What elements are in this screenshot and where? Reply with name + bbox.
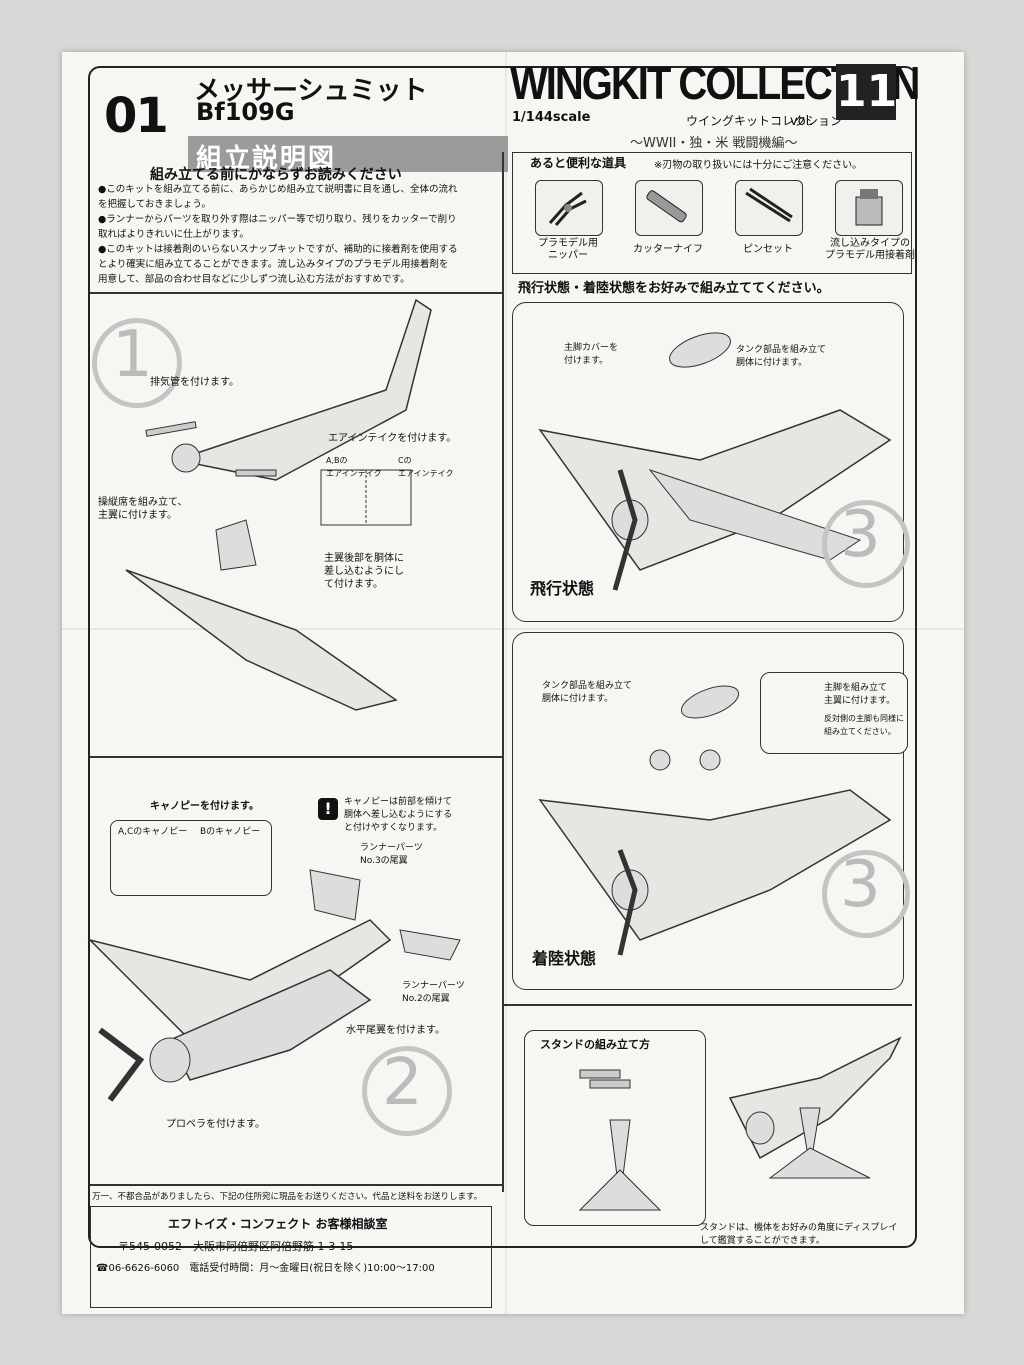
brand-jp-name: ウイングキットコレクション [686,114,843,128]
canopy-ac-label: A,Cのキャノピー [118,827,188,837]
step2-plane-illustration [87,869,461,1102]
kit-title-jp: メッサーシュミット [194,76,428,106]
footer-company: エフトイズ・コンフェクト お客様相談室 [168,1217,388,1231]
brand-vol: vol. [790,114,814,129]
intro-line: 取ればよりきれいに仕上がります。 [98,229,249,240]
flight-plane-illustration [538,332,892,591]
gear-label: 主脚を組み立て主翼に付けます。 [824,683,896,706]
step1-number: 1 [112,318,153,392]
footer-note: 万一、不都合品がありましたら、下記の住所宛に現品をお送りください。代品と送料をお… [92,1192,483,1202]
footer-address: 〒545-0052 大阪市阿倍野区阿倍野筋 1-3-15 [118,1240,354,1253]
tool-label-tweezers: ピンセット [743,244,793,255]
footer-phone: ☎06-6626-6060 電話受付時間：月〜金曜日(祝日を除く)10:00〜1… [96,1263,435,1274]
tools-box [512,152,912,274]
tool-label-glue: 流し込みタイプのプラモデル用接着剤 [825,238,915,261]
stand-note: スタンドは、機体をお好みの角度にディスプレイして鑑賞することができます。 [700,1223,898,1246]
flight-cover-label: 主脚カバーを付けます。 [564,343,619,366]
step1-cockpit-label: 操縦席を組み立て、主翼に付けます。 [98,497,188,521]
fold-line-horizontal [62,628,964,630]
subtitle-banner: 組立説明図 [188,136,508,174]
step1-intake-c: Cのエアインテイク [398,456,454,478]
stand-illustration [578,1069,662,1211]
intro-line: ●ランナーからパーツを取り外す際はニッパー等で切り取り、残りをカッターで削り [98,214,457,225]
step2-circle [362,1046,452,1136]
step1-intake-ab: A,Bのエアインテイク [326,456,382,478]
kit-title-model: Bf109G [196,98,295,126]
step2-number: 2 [382,1046,423,1120]
step2-prop-label: プロペラを付けます。 [166,1119,265,1130]
intro-title: 組み立てる前にかならずお読みください [150,167,402,183]
stand-display-illustration [728,1036,902,1179]
landing-state-label: 着陸状態 [532,949,597,968]
series-subtitle: 〜WWII・独・米 戦闘機編〜 [630,136,798,151]
step3-landing-circle [822,850,910,938]
landing-plane-illustration [538,685,892,956]
landing-panel [512,632,904,990]
flight-state-label: 飛行状態 [530,579,595,598]
step2-canopy-label: キャノピーを付けます。 [150,801,259,812]
step3-flight-circle [822,500,910,588]
step3-heading: 飛行状態・着陸状態をお好みで組み立ててください。 [518,281,830,296]
step3-landing-number: 3 [840,848,881,922]
scale-label: 1/144scale [512,110,591,125]
divider [90,292,502,294]
stand-title: スタンドの組み立て方 [540,1038,650,1051]
glue-icon [835,180,903,236]
step1-exhaust-label: 排気管を付けます。 [150,377,239,388]
step1-circle [92,318,182,408]
divider [90,756,502,758]
canopy-b-label: Bのキャノピー [200,827,261,837]
stand-box [524,1030,706,1226]
divider [90,1184,502,1186]
subtitle: 組立説明図 [196,144,337,174]
intro-line: とより確実に組み立てることができます。流し込みタイプのプラモデル用接着剤を [98,259,449,270]
tools-title: あると便利な道具 [530,156,627,170]
gear-callout [760,672,908,754]
step1-intake-label: エアインテイクを付けます。 [328,433,457,444]
contact-box [90,1206,492,1308]
tool-label-nipper: プラモデル用ニッパー [538,238,598,261]
divider [502,152,504,1192]
outer-frame [88,66,917,1248]
intro-line: を把握しておきましょう。 [98,199,211,210]
flight-tank-label: タンク部品を組み立て胴体に付けます。 [736,345,827,368]
canopy-box [110,820,272,896]
tool-label-cutter: カッターナイフ [633,244,703,255]
step3-flight-number: 3 [840,498,881,572]
fold-line-vertical [505,52,507,1314]
cutter-icon [635,180,703,236]
step1-plane-illustration [125,298,432,711]
kit-number: 01 [104,88,169,144]
step2-caution-text: キャノピーは前部を傾けて胴体へ差し込むようにすると付けやすくなります。 [344,797,453,833]
intro-text: ●このキットを組み立てる前に、あらかじめ組み立て説明書に目を通し、全体の流れ を… [98,182,498,287]
tools-note: ※刃物の取り扱いには十分にご注意ください。 [654,160,863,171]
flight-panel [512,302,904,622]
intro-line: 用意して、部品の合わせ目などに少しずつ流し込む方法がおすすめです。 [98,274,410,285]
nipper-icon [535,180,603,236]
intro-line: ●このキットは接着剤のいらないスナップキットですが、補助的に接着剤を使用する [98,244,458,255]
divider [502,1004,912,1006]
gear-note: 反対側の主脚も同様に組み立てください。 [824,714,904,736]
caution-icon: ! [318,798,338,820]
tweezers-icon [735,180,803,236]
brand-number: 11 [836,64,897,120]
step1-wing-label: 主翼後部を胴体に差し込むようにして付けます。 [324,553,404,590]
intro-line: ●このキットを組み立てる前に、あらかじめ組み立て説明書に目を通し、全体の流れ [98,184,458,195]
step2-tail-label: 水平尾翼を付けます。 [346,1025,445,1036]
landing-tank-label: タンク部品を組み立て胴体に付けます。 [542,681,633,704]
